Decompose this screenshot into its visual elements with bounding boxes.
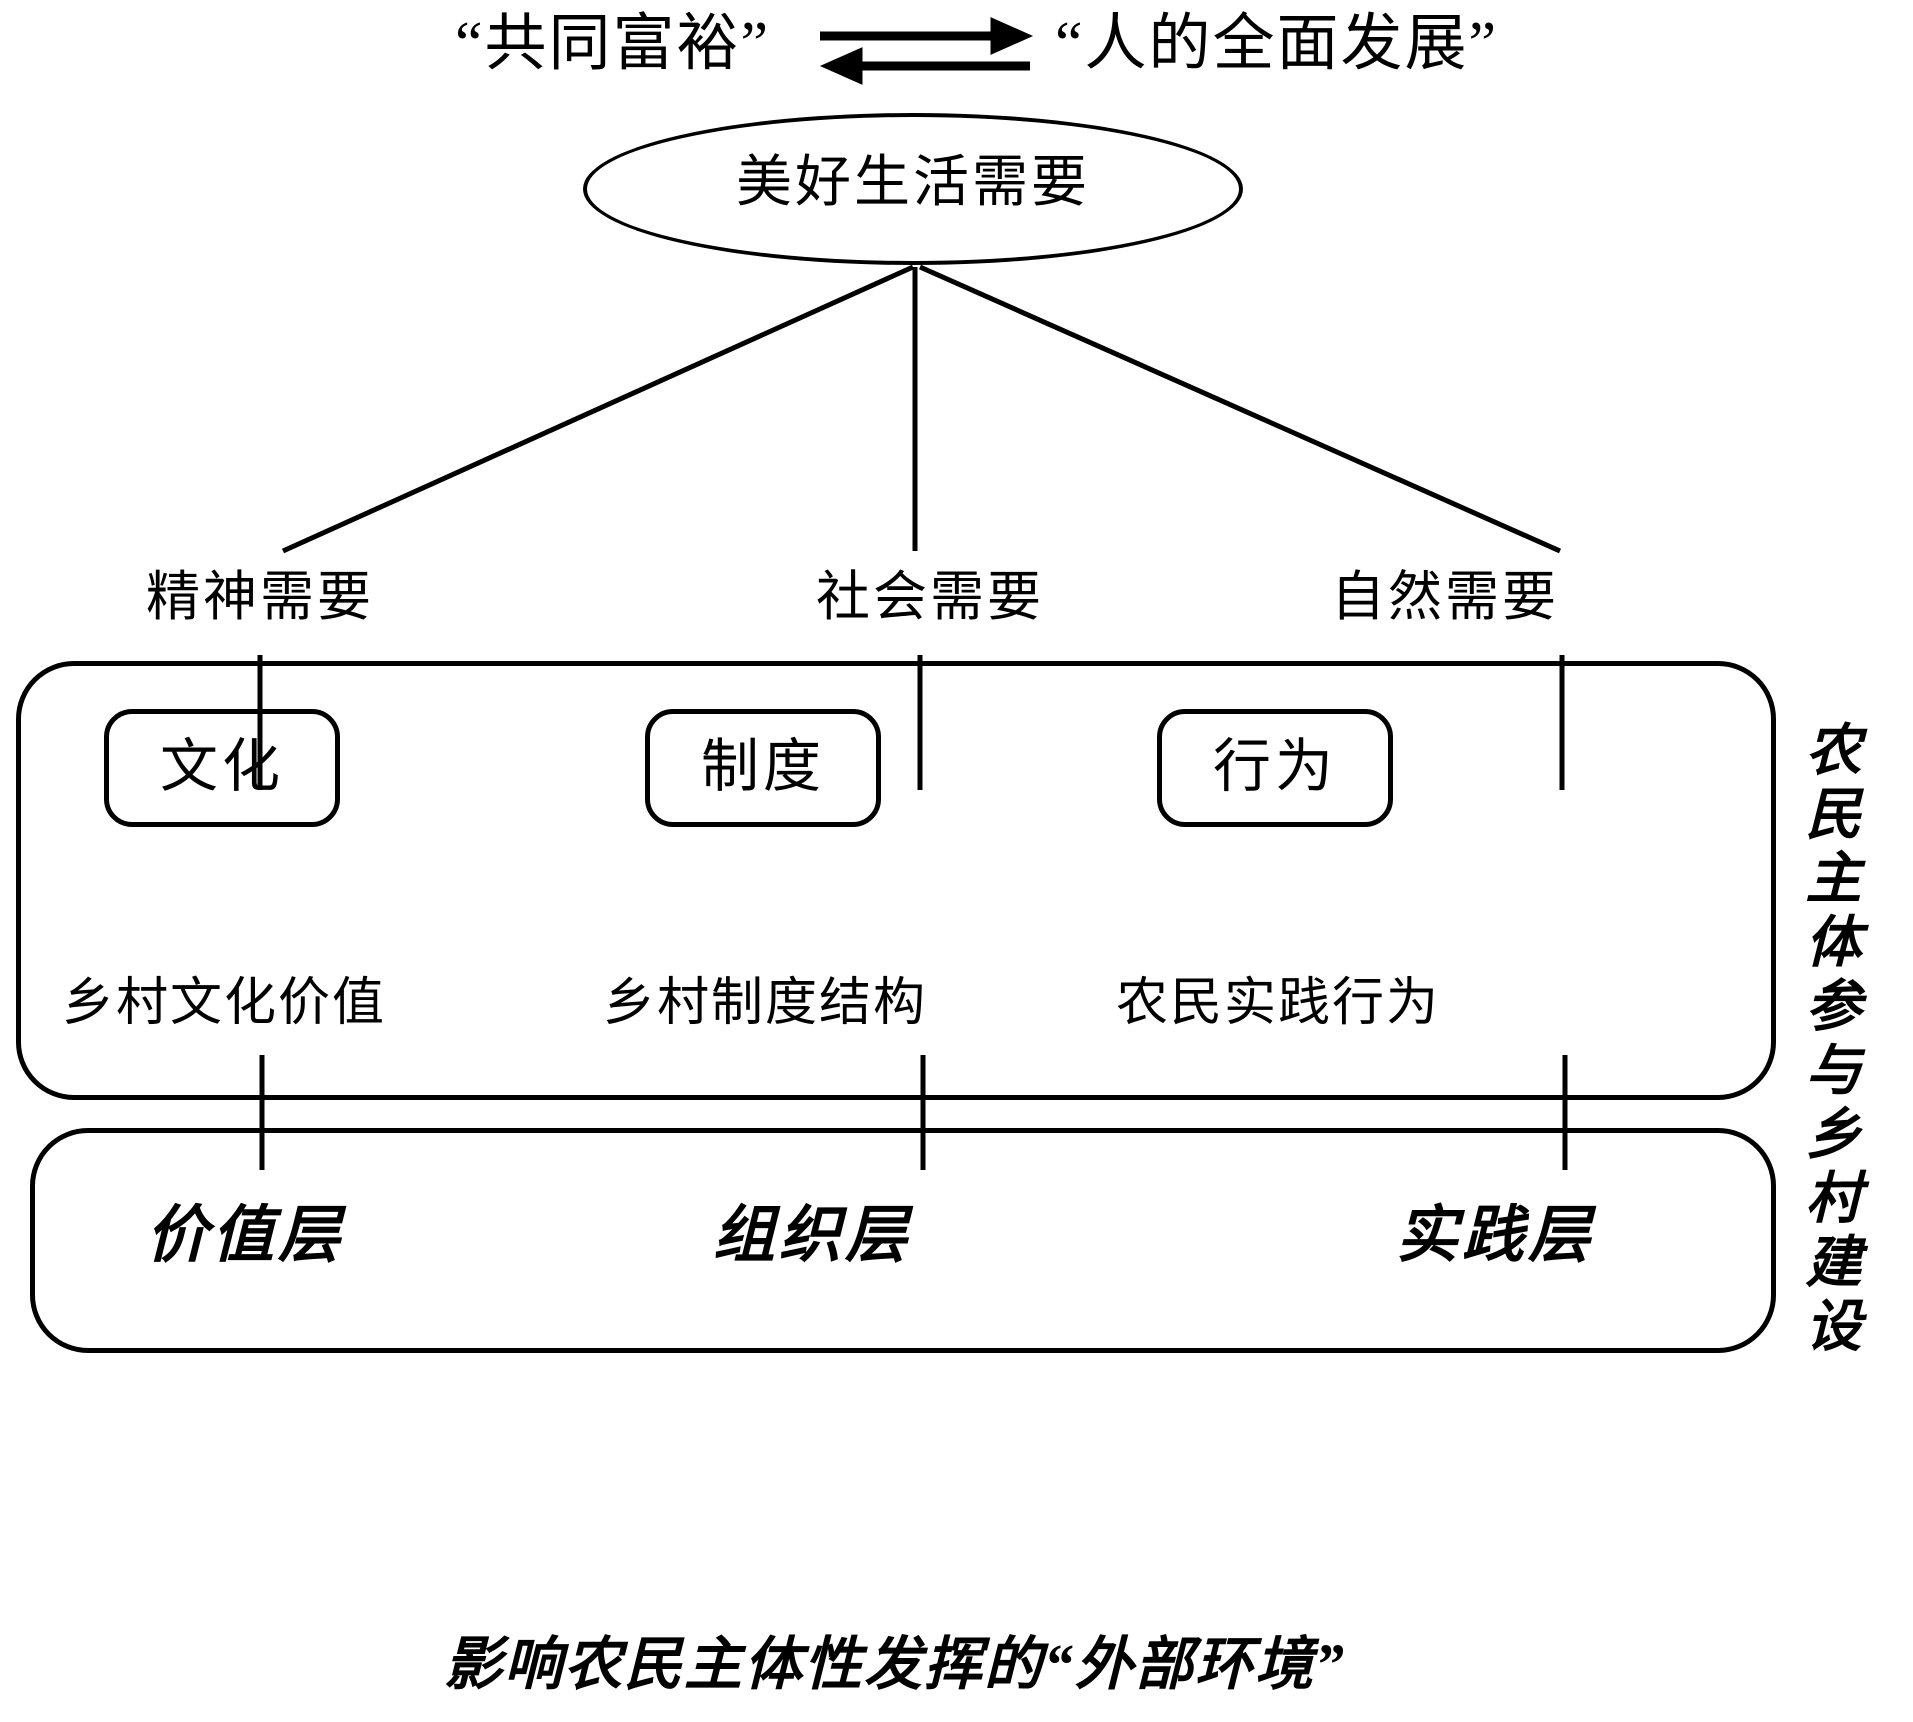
need-label-spiritual: 精神需要 (146, 567, 374, 627)
structure-panel (16, 661, 1776, 1100)
pill-box-behavior (1157, 709, 1393, 827)
layer-label-organization: 组织层 (712, 1202, 911, 1270)
pill-label-culture: 文化 (159, 734, 284, 799)
pill-label-behavior: 行为 (1212, 734, 1337, 799)
bottom-caption: 影响农民主体性发挥的“外部环境” (443, 1632, 1346, 1697)
pill-label-institution: 制度 (700, 734, 825, 799)
layer-label-value: 价值层 (145, 1202, 344, 1270)
layer-label-practice: 实践层 (1395, 1202, 1594, 1270)
leaf-label-rural-culture-value: 乡村文化价值 (61, 975, 386, 1032)
side-vertical-label: 农民主体参与乡村建设 (1797, 720, 1859, 1360)
pill-box-culture (104, 709, 340, 827)
relation-term-left: “共同富裕” (455, 10, 771, 78)
root-ellipse-shape (583, 113, 1243, 265)
root-to-needs-lines (281, 264, 1562, 554)
relation-arrows (819, 17, 1034, 85)
relation-term-right: “人的全面发展” (1055, 10, 1499, 78)
layers-panel (30, 1128, 1776, 1353)
need-label-social: 社会需要 (816, 567, 1044, 627)
need-label-natural: 自然需要 (1331, 567, 1559, 627)
root-ellipse-label: 美好生活需要 (736, 152, 1090, 214)
leaf-label-farmer-practice-behavior: 农民实践行为 (1115, 975, 1440, 1032)
pill-box-institution (645, 709, 881, 827)
leaf-label-rural-institution-structure: 乡村制度结构 (602, 975, 927, 1032)
